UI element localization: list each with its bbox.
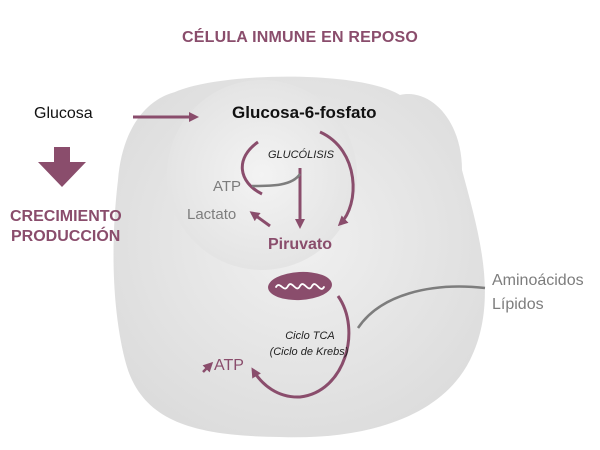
production-label: PRODUCCIÓN [11, 228, 121, 245]
tca-cycle-label: Ciclo TCA [285, 330, 335, 342]
growth-down-arrow [38, 147, 86, 187]
pyruvate-label: Piruvato [268, 236, 333, 253]
diagram-title: CÉLULA INMUNE EN REPOSO [181, 29, 419, 46]
krebs-cycle-label: (Ciclo de Krebs) [269, 346, 349, 358]
tca-atp-label: ATP [214, 357, 244, 374]
atp-connector-line [251, 173, 302, 188]
lipids-label: Lípidos [492, 296, 544, 313]
tca-cycle-arrow [251, 295, 351, 399]
cytoplasm-region [167, 80, 357, 270]
amino-lipid-input-line [356, 285, 486, 329]
atp-up-icon [202, 361, 214, 373]
glycolysis-right-arrow [319, 130, 355, 227]
lactate-label: Lactato [187, 206, 237, 223]
glucose-6-phosphate-label: Glucosa-6-fosfato [232, 103, 377, 122]
mitochondrion-icon [268, 271, 332, 301]
amino-acids-label: Aminoácidos [492, 272, 584, 289]
glycolysis-left-arc [240, 140, 263, 196]
growth-label: CRECIMIENTO [10, 208, 122, 225]
glycolysis-atp-label: ATP [213, 178, 242, 195]
glycolysis-label: GLUCÓLISIS [268, 149, 335, 161]
lactate-arrow [249, 211, 271, 228]
glucose-label: Glucosa [34, 105, 93, 122]
